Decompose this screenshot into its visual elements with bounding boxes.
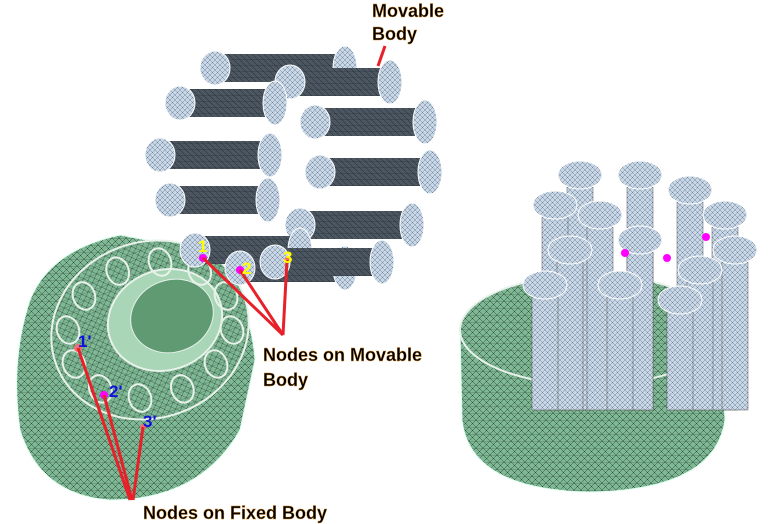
bolt-hole bbox=[213, 281, 239, 311]
assembled-model bbox=[459, 160, 758, 493]
bolt bbox=[274, 59, 403, 105]
fixed-body-flange bbox=[16, 234, 256, 501]
bolt-hole bbox=[147, 247, 173, 277]
bolt-hole bbox=[127, 383, 153, 413]
bolt-hole bbox=[105, 256, 131, 286]
movable-body-bolts bbox=[144, 45, 443, 291]
nodes-fixed-label: Nodes on Fixed Body bbox=[143, 503, 327, 523]
nodes-movable-label-line2: Body bbox=[263, 370, 308, 390]
node-label-2: 2 bbox=[242, 259, 251, 278]
node-marker bbox=[702, 233, 710, 241]
node-label-3-prime: 3' bbox=[143, 412, 157, 431]
node-label-1: 1 bbox=[198, 237, 207, 256]
node-marker bbox=[663, 254, 671, 262]
bolt-hole bbox=[203, 349, 229, 379]
bolt-hole bbox=[55, 315, 81, 345]
movable-body-label-line1: Movable bbox=[372, 1, 444, 21]
bolt bbox=[164, 80, 288, 126]
bolt bbox=[144, 132, 283, 178]
bolt bbox=[259, 239, 395, 285]
bolt-hole bbox=[169, 374, 195, 404]
bolt bbox=[304, 149, 443, 195]
bolt bbox=[154, 177, 281, 223]
bolt-hole bbox=[71, 281, 97, 311]
node-label-1-prime: 1' bbox=[78, 332, 92, 351]
movable-body-label-line2: Body bbox=[372, 24, 417, 44]
bolt bbox=[299, 99, 438, 145]
bolt bbox=[284, 202, 425, 248]
node-marker bbox=[621, 249, 629, 257]
bolt-hole bbox=[61, 349, 87, 379]
bolt bbox=[617, 225, 663, 411]
bolt-hole bbox=[219, 315, 245, 345]
bolt bbox=[712, 235, 758, 411]
nodes-movable-label-line1: Nodes on Movable bbox=[263, 345, 422, 365]
leader-lines bbox=[76, 45, 387, 501]
bolt bbox=[657, 285, 703, 411]
bolt bbox=[522, 270, 568, 411]
bolt bbox=[597, 270, 643, 411]
node-label-3: 3 bbox=[283, 248, 292, 267]
node-label-2-prime: 2' bbox=[109, 382, 123, 401]
